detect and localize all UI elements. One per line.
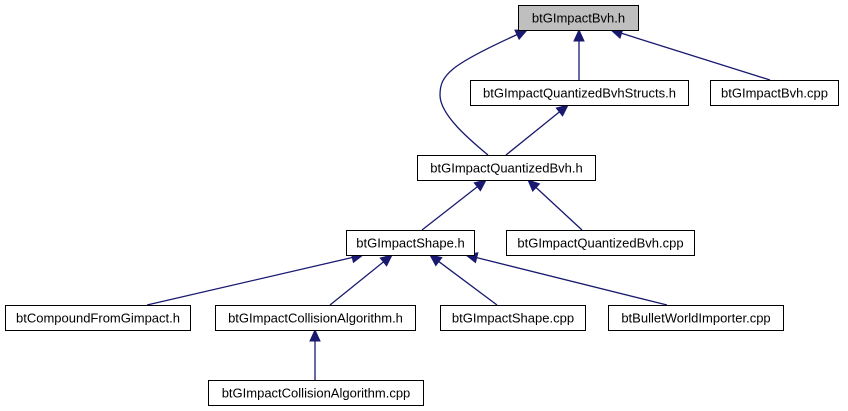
node-shape_cpp[interactable]: btGImpactShape.cpp xyxy=(440,305,586,331)
edge-line xyxy=(421,186,478,231)
node-bvh_h[interactable]: btGImpactBvh.h xyxy=(518,5,639,31)
edge-arrowhead xyxy=(555,104,569,117)
node-qbvh_h[interactable]: btGImpactQuantizedBvh.h xyxy=(417,155,596,181)
edge-arrowhead xyxy=(429,254,443,267)
node-box xyxy=(470,80,689,106)
node-box xyxy=(5,305,191,331)
node-label: btGImpactBvh.h xyxy=(532,11,625,26)
edge-line xyxy=(505,111,560,156)
edge-qbvh_h-to-qbvh_structs_h xyxy=(505,104,569,156)
node-label: btBulletWorldImporter.cpp xyxy=(621,311,770,326)
edge-arrowhead xyxy=(514,29,529,41)
node-box xyxy=(710,80,839,106)
node-box xyxy=(608,305,784,331)
edge-compound_h-to-shape_h xyxy=(146,251,365,306)
edge-collalg_h-to-shape_h xyxy=(329,254,393,306)
node-qbvh_cpp[interactable]: btGImpactQuantizedBvh.cpp xyxy=(506,230,695,256)
node-label: btGImpactCollisionAlgorithm.cpp xyxy=(222,386,411,401)
node-collalg_cpp[interactable]: btGImpactCollisionAlgorithm.cpp xyxy=(208,380,424,406)
node-box xyxy=(440,305,586,331)
edge-line xyxy=(146,256,353,306)
edge-arrowhead xyxy=(573,28,585,42)
edges-layer xyxy=(146,27,771,380)
node-label: btGImpactQuantizedBvh.cpp xyxy=(517,236,683,251)
nodes-layer: btGImpactBvh.h btGImpactQuantizedBvhStruc… xyxy=(5,5,839,406)
edge-shape_h-to-qbvh_h xyxy=(421,179,487,231)
node-box xyxy=(346,230,475,256)
node-label: btGImpactQuantizedBvhStructs.h xyxy=(483,86,676,101)
node-bvh_cpp[interactable]: btGImpactBvh.cpp xyxy=(710,80,839,106)
edge-bwi_cpp-to-shape_h xyxy=(464,252,668,306)
edge-arrowhead xyxy=(379,254,393,267)
edge-line xyxy=(438,261,498,306)
edge-line xyxy=(535,186,583,231)
node-label: btGImpactShape.cpp xyxy=(452,311,574,326)
edge-arrowhead xyxy=(309,328,321,342)
edge-arrowhead xyxy=(473,179,487,192)
node-label: btCompoundFromGimpact.h xyxy=(16,311,180,326)
node-shape_h[interactable]: btGImpactShape.h xyxy=(346,230,475,256)
edge-line xyxy=(329,261,384,306)
edge-arrowhead xyxy=(527,179,541,193)
node-label: btGImpactShape.h xyxy=(356,236,464,251)
node-collalg_h[interactable]: btGImpactCollisionAlgorithm.h xyxy=(215,305,416,331)
node-box xyxy=(506,230,695,256)
edge-shape_cpp-to-shape_h xyxy=(429,254,498,306)
node-label: btGImpactCollisionAlgorithm.h xyxy=(228,311,403,326)
node-label: btGImpactQuantizedBvh.h xyxy=(430,161,582,176)
edge-bvh_cpp-to-bvh_h xyxy=(609,27,771,81)
edge-qbvh_structs_h-to-bvh_h xyxy=(573,28,585,80)
node-box xyxy=(208,380,424,406)
edge-qbvh_cpp-to-qbvh_h xyxy=(527,179,583,231)
edge-line xyxy=(439,34,518,156)
node-label: btGImpactBvh.cpp xyxy=(721,86,828,101)
node-box xyxy=(518,5,639,31)
node-compound_h[interactable]: btCompoundFromGimpact.h xyxy=(5,305,191,331)
node-qbvh_structs_h[interactable]: btGImpactQuantizedBvhStructs.h xyxy=(470,80,689,106)
edge-line xyxy=(621,32,771,81)
edge-line xyxy=(476,257,668,306)
edge-collalg_cpp-to-collalg_h xyxy=(309,328,321,380)
node-bwi_cpp[interactable]: btBulletWorldImporter.cpp xyxy=(608,305,784,331)
node-box xyxy=(215,305,416,331)
node-box xyxy=(417,155,596,181)
